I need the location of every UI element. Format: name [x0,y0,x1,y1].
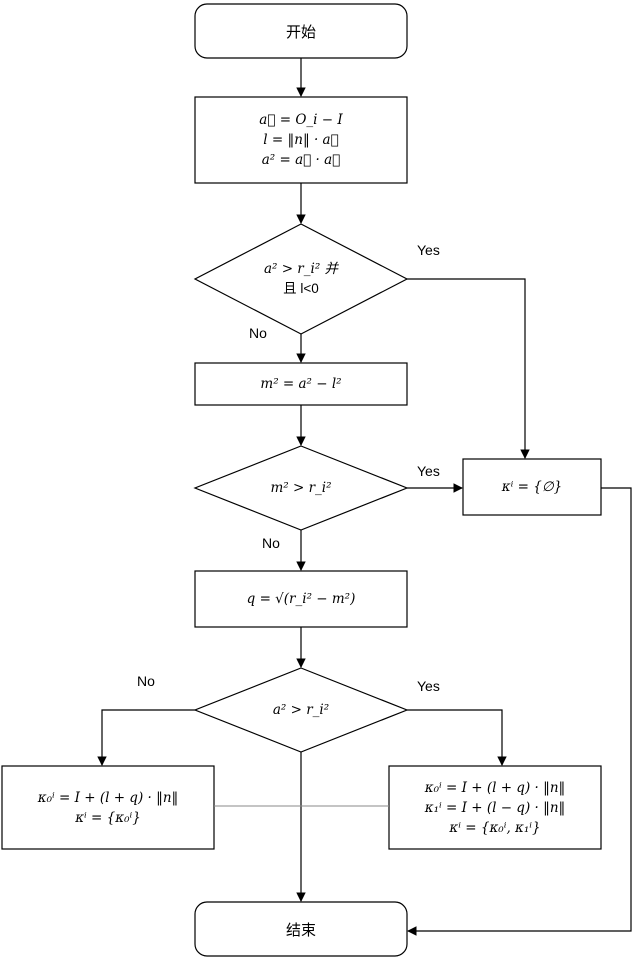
m-squared-node [194,362,408,406]
q-definition-node [194,570,408,628]
no-label-decision-2: No [262,535,280,551]
right-result-node [388,765,602,850]
no-label-decision-1: No [249,325,267,341]
arrow-decision1-yes [407,278,530,459]
yes-label-decision-1: Yes [417,242,440,258]
decision-2-node [193,445,409,531]
end-node [194,901,408,957]
no-label-decision-3: No [137,673,155,689]
empty-set-node [462,458,602,516]
decision-1-node [193,223,409,335]
arrow-decision3-yes [407,709,507,766]
start-node [194,3,408,59]
decision-3-node [193,667,409,753]
compute-vectors-node [194,96,408,184]
yes-label-decision-2: Yes [417,463,440,479]
arrow-emptyset-to-end [407,487,632,936]
left-result-node [1,765,215,850]
yes-label-decision-3: Yes [417,678,440,694]
arrow-decision3-no [97,709,195,766]
